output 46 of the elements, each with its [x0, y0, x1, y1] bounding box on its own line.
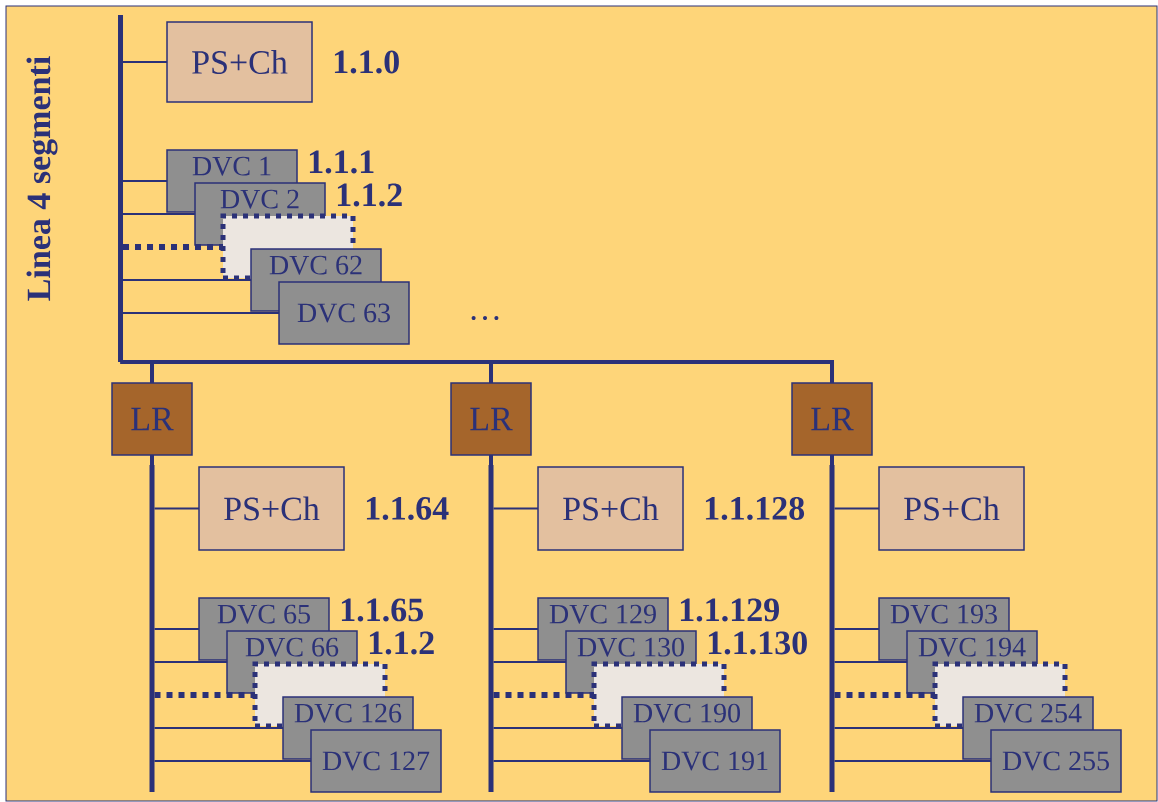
supply-box: PS+Ch [166, 21, 313, 103]
repeater-box: LR [111, 382, 193, 456]
connector-line [153, 727, 284, 729]
connector-line [153, 628, 200, 630]
connector-line [492, 727, 623, 729]
connector-line [833, 507, 880, 510]
connector-line [122, 61, 168, 63]
address-label: 1.1.2 [369, 631, 434, 655]
bus-line [150, 455, 154, 465]
device-box: DVC 63 [278, 281, 410, 345]
connector-line [492, 628, 539, 630]
device-box: DVC 191 [649, 729, 781, 793]
supply-box: PS+Ch [878, 466, 1025, 551]
connector-line [492, 661, 567, 663]
connector-line [492, 760, 651, 762]
repeater-box: LR [450, 382, 532, 456]
address-label: 1.1.64 [366, 497, 449, 520]
address-label: 1.1.129 [680, 598, 779, 622]
address-label: 1.1.65 [341, 598, 423, 622]
connector-line [833, 760, 992, 762]
connector-line [833, 661, 908, 663]
connector-line [153, 661, 228, 663]
address-label: 1.1.130 [708, 631, 807, 655]
connector-line [122, 279, 252, 281]
bus-caption: Linea 4 segmenti [26, 56, 58, 301]
device-box: DVC 255 [990, 729, 1122, 793]
supply-box: PS+Ch [198, 466, 345, 551]
connector-line [122, 180, 168, 182]
ellipsis-label: … [471, 316, 499, 320]
device-box: DVC 127 [310, 729, 442, 793]
connector-line [122, 213, 196, 215]
repeater-box: LR [791, 382, 873, 456]
connector-line [122, 312, 280, 314]
connector-line [153, 507, 200, 510]
address-label: 1.1.1 [309, 150, 374, 174]
connector-line [492, 507, 539, 510]
supply-box: PS+Ch [537, 466, 684, 551]
connector-line [153, 760, 312, 762]
bus-line [120, 360, 834, 383]
connector-line [833, 727, 964, 729]
address-label: 1.1.128 [705, 496, 805, 521]
address-label: 1.1.0 [334, 50, 399, 74]
connector-line [833, 628, 880, 630]
bus-line [830, 455, 834, 465]
address-label: 1.1.2 [337, 183, 402, 207]
bus-line [489, 455, 493, 465]
